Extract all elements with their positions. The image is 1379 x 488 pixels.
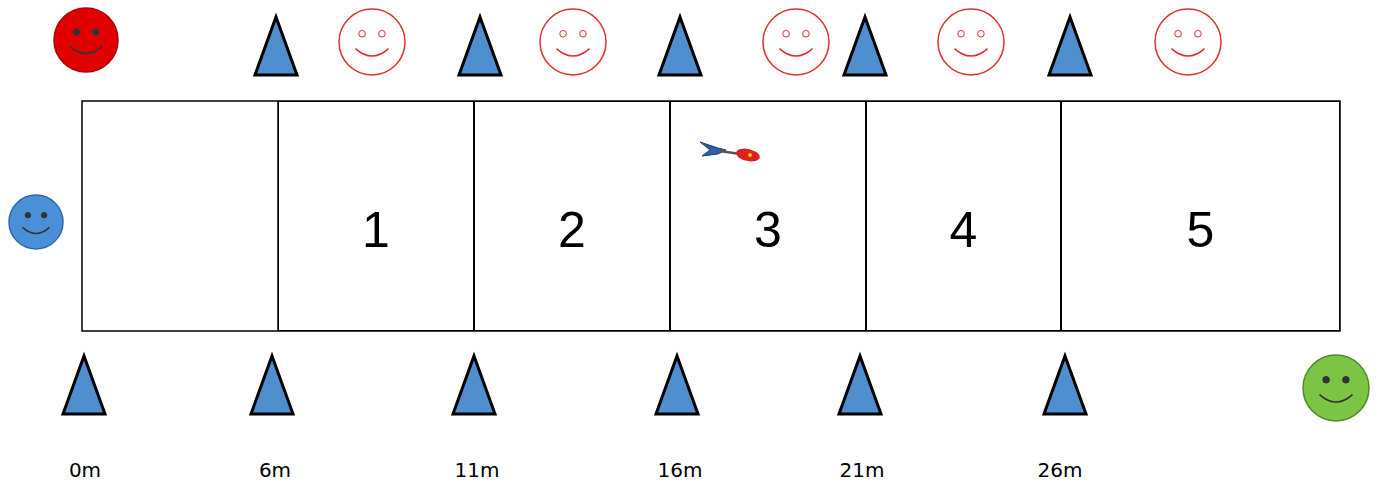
- distance-label: 6m: [259, 458, 291, 482]
- person-face: [763, 9, 829, 75]
- section-number: 2: [558, 177, 586, 255]
- section-number: 5: [1187, 177, 1215, 255]
- section-number: 1: [362, 177, 390, 255]
- cone-marker: [251, 356, 293, 414]
- cone-marker: [1049, 17, 1091, 75]
- field-section: 3: [670, 101, 866, 331]
- cone-marker: [453, 356, 495, 414]
- cone-group: [63, 17, 1091, 414]
- distance-label: 26m: [1038, 458, 1083, 482]
- distance-label: 16m: [658, 458, 703, 482]
- cone-marker: [459, 17, 501, 75]
- field-section: 4: [866, 101, 1061, 331]
- field-outline: [82, 101, 1340, 331]
- distance-label: 11m: [455, 458, 500, 482]
- field-section: 2: [474, 101, 670, 331]
- section-number: 3: [754, 177, 782, 255]
- section-number: 4: [950, 177, 978, 255]
- person-face: [9, 195, 63, 249]
- cone-marker: [659, 17, 701, 75]
- person-face: [1303, 355, 1369, 421]
- cone-marker: [656, 356, 698, 414]
- field-section: 1: [278, 101, 474, 331]
- distance-label: 21m: [840, 458, 885, 482]
- cone-marker: [839, 356, 881, 414]
- cone-marker: [1044, 356, 1086, 414]
- person-face: [938, 9, 1004, 75]
- field-section: 5: [1061, 101, 1340, 331]
- distance-label: 0m: [69, 458, 101, 482]
- person-face: [1155, 9, 1221, 75]
- cone-marker: [844, 17, 886, 75]
- person-face: [339, 9, 405, 75]
- dart-symbol: [700, 142, 761, 163]
- person-group: [9, 8, 1369, 421]
- person-face: [54, 8, 118, 72]
- cone-marker: [255, 17, 297, 75]
- cone-marker: [63, 356, 105, 414]
- person-face: [540, 9, 606, 75]
